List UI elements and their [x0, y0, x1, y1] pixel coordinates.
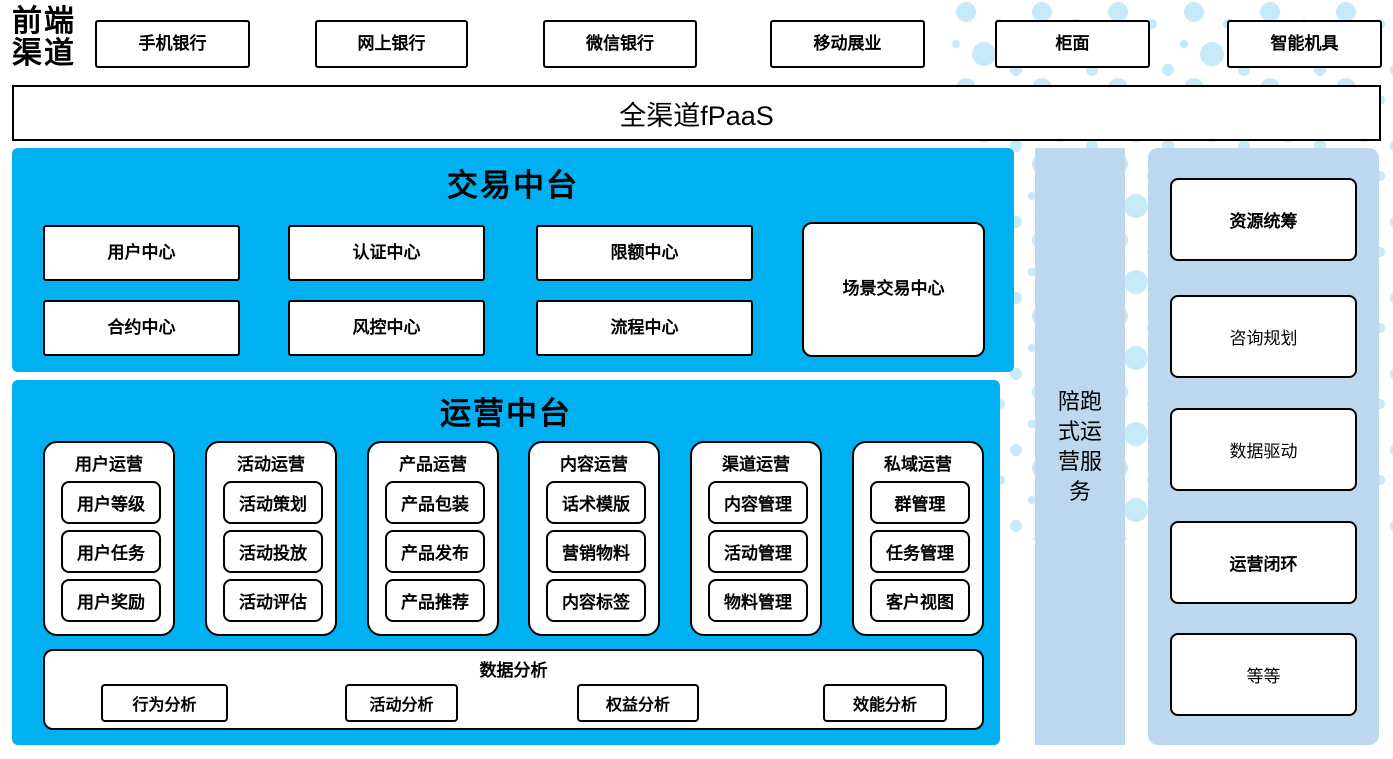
operation-platform-title: 运营中台	[440, 396, 572, 431]
data-analysis-title: 数据分析	[479, 661, 548, 680]
ops-column-private-domain-operation: 私域运营 群管理 任务管理 客户视图	[852, 441, 984, 636]
center-box-contract: 合约中心	[43, 300, 240, 356]
center-box-process: 流程中心	[536, 300, 753, 356]
service-box-etc: 等等	[1170, 633, 1357, 716]
transaction-platform-block: 交易中台 用户中心 认证中心 限额中心 合约中心 风控中心 流程中心 场景交易中…	[12, 148, 1014, 372]
ops-item: 用户任务	[61, 530, 161, 573]
ops-item: 物料管理	[708, 579, 808, 622]
analysis-item-efficiency: 效能分析	[823, 684, 947, 722]
ops-column-title: 活动运营	[237, 455, 305, 474]
ops-column-title: 私域运营	[884, 455, 952, 474]
ops-item: 用户等级	[61, 481, 161, 524]
ops-column-title: 内容运营	[560, 455, 628, 474]
channel-box-wechat-banking: 微信银行	[543, 20, 697, 68]
ops-item: 任务管理	[870, 530, 970, 573]
ops-item: 产品包装	[385, 481, 485, 524]
ops-item: 客户视图	[870, 579, 970, 622]
ops-column-channel-operation: 渠道运营 内容管理 活动管理 物料管理	[690, 441, 822, 636]
front-channels-label: 前端渠道	[12, 5, 76, 70]
center-box-authentication: 认证中心	[288, 225, 485, 281]
analysis-item-activity: 活动分析	[345, 684, 458, 722]
ops-column-product-operation: 产品运营 产品包装 产品发布 产品推荐	[367, 441, 499, 636]
operation-platform-block: 运营中台 用户运营 用户等级 用户任务 用户奖励 活动运营 活动策划 活动投放 …	[12, 380, 1000, 745]
ops-item: 话术模版	[546, 481, 646, 524]
analysis-item-behavior: 行为分析	[101, 684, 228, 722]
channel-box-online-banking: 网上银行	[315, 20, 468, 68]
companion-service-bar: 陪跑式运营服务	[1035, 148, 1125, 745]
fpaas-bar: 全渠道fPaaS	[12, 85, 1381, 141]
ops-item: 活动评估	[223, 579, 323, 622]
service-box-consulting-planning: 咨询规划	[1170, 295, 1357, 378]
ops-column-user-operation: 用户运营 用户等级 用户任务 用户奖励	[43, 441, 175, 636]
data-analysis-box: 数据分析 行为分析 活动分析 权益分析 效能分析	[43, 649, 984, 730]
channel-box-counter: 柜面	[995, 20, 1150, 68]
ops-item: 活动管理	[708, 530, 808, 573]
ops-item: 活动策划	[223, 481, 323, 524]
service-panel: 资源统筹 咨询规划 数据驱动 运营闭环 等等	[1148, 148, 1379, 745]
ops-item: 内容标签	[546, 579, 646, 622]
channel-box-mobile-sales: 移动展业	[770, 20, 925, 68]
center-box-user: 用户中心	[43, 225, 240, 281]
ops-column-title: 渠道运营	[722, 455, 790, 474]
channel-box-mobile-banking: 手机银行	[95, 20, 250, 68]
ops-item: 营销物料	[546, 530, 646, 573]
service-box-data-driven: 数据驱动	[1170, 408, 1357, 491]
center-box-quota: 限额中心	[536, 225, 753, 281]
analysis-item-rights: 权益分析	[577, 684, 699, 722]
ops-column-title: 用户运营	[75, 455, 143, 474]
ops-column-content-operation: 内容运营 话术模版 营销物料 内容标签	[528, 441, 660, 636]
ops-item: 内容管理	[708, 481, 808, 524]
ops-item: 用户奖励	[61, 579, 161, 622]
service-box-resource-planning: 资源统筹	[1170, 178, 1357, 261]
ops-item: 产品推荐	[385, 579, 485, 622]
ops-column-activity-operation: 活动运营 活动策划 活动投放 活动评估	[205, 441, 337, 636]
center-box-risk-control: 风控中心	[288, 300, 485, 356]
ops-column-title: 产品运营	[399, 455, 467, 474]
transaction-platform-title: 交易中台	[447, 168, 579, 203]
service-box-operation-loop: 运营闭环	[1170, 521, 1357, 604]
center-box-scene-transaction: 场景交易中心	[802, 222, 985, 357]
companion-service-label: 陪跑式运营服务	[1057, 388, 1102, 504]
ops-item: 群管理	[870, 481, 970, 524]
ops-item: 产品发布	[385, 530, 485, 573]
ops-item: 活动投放	[223, 530, 323, 573]
channel-box-smart-devices: 智能机具	[1227, 20, 1382, 68]
